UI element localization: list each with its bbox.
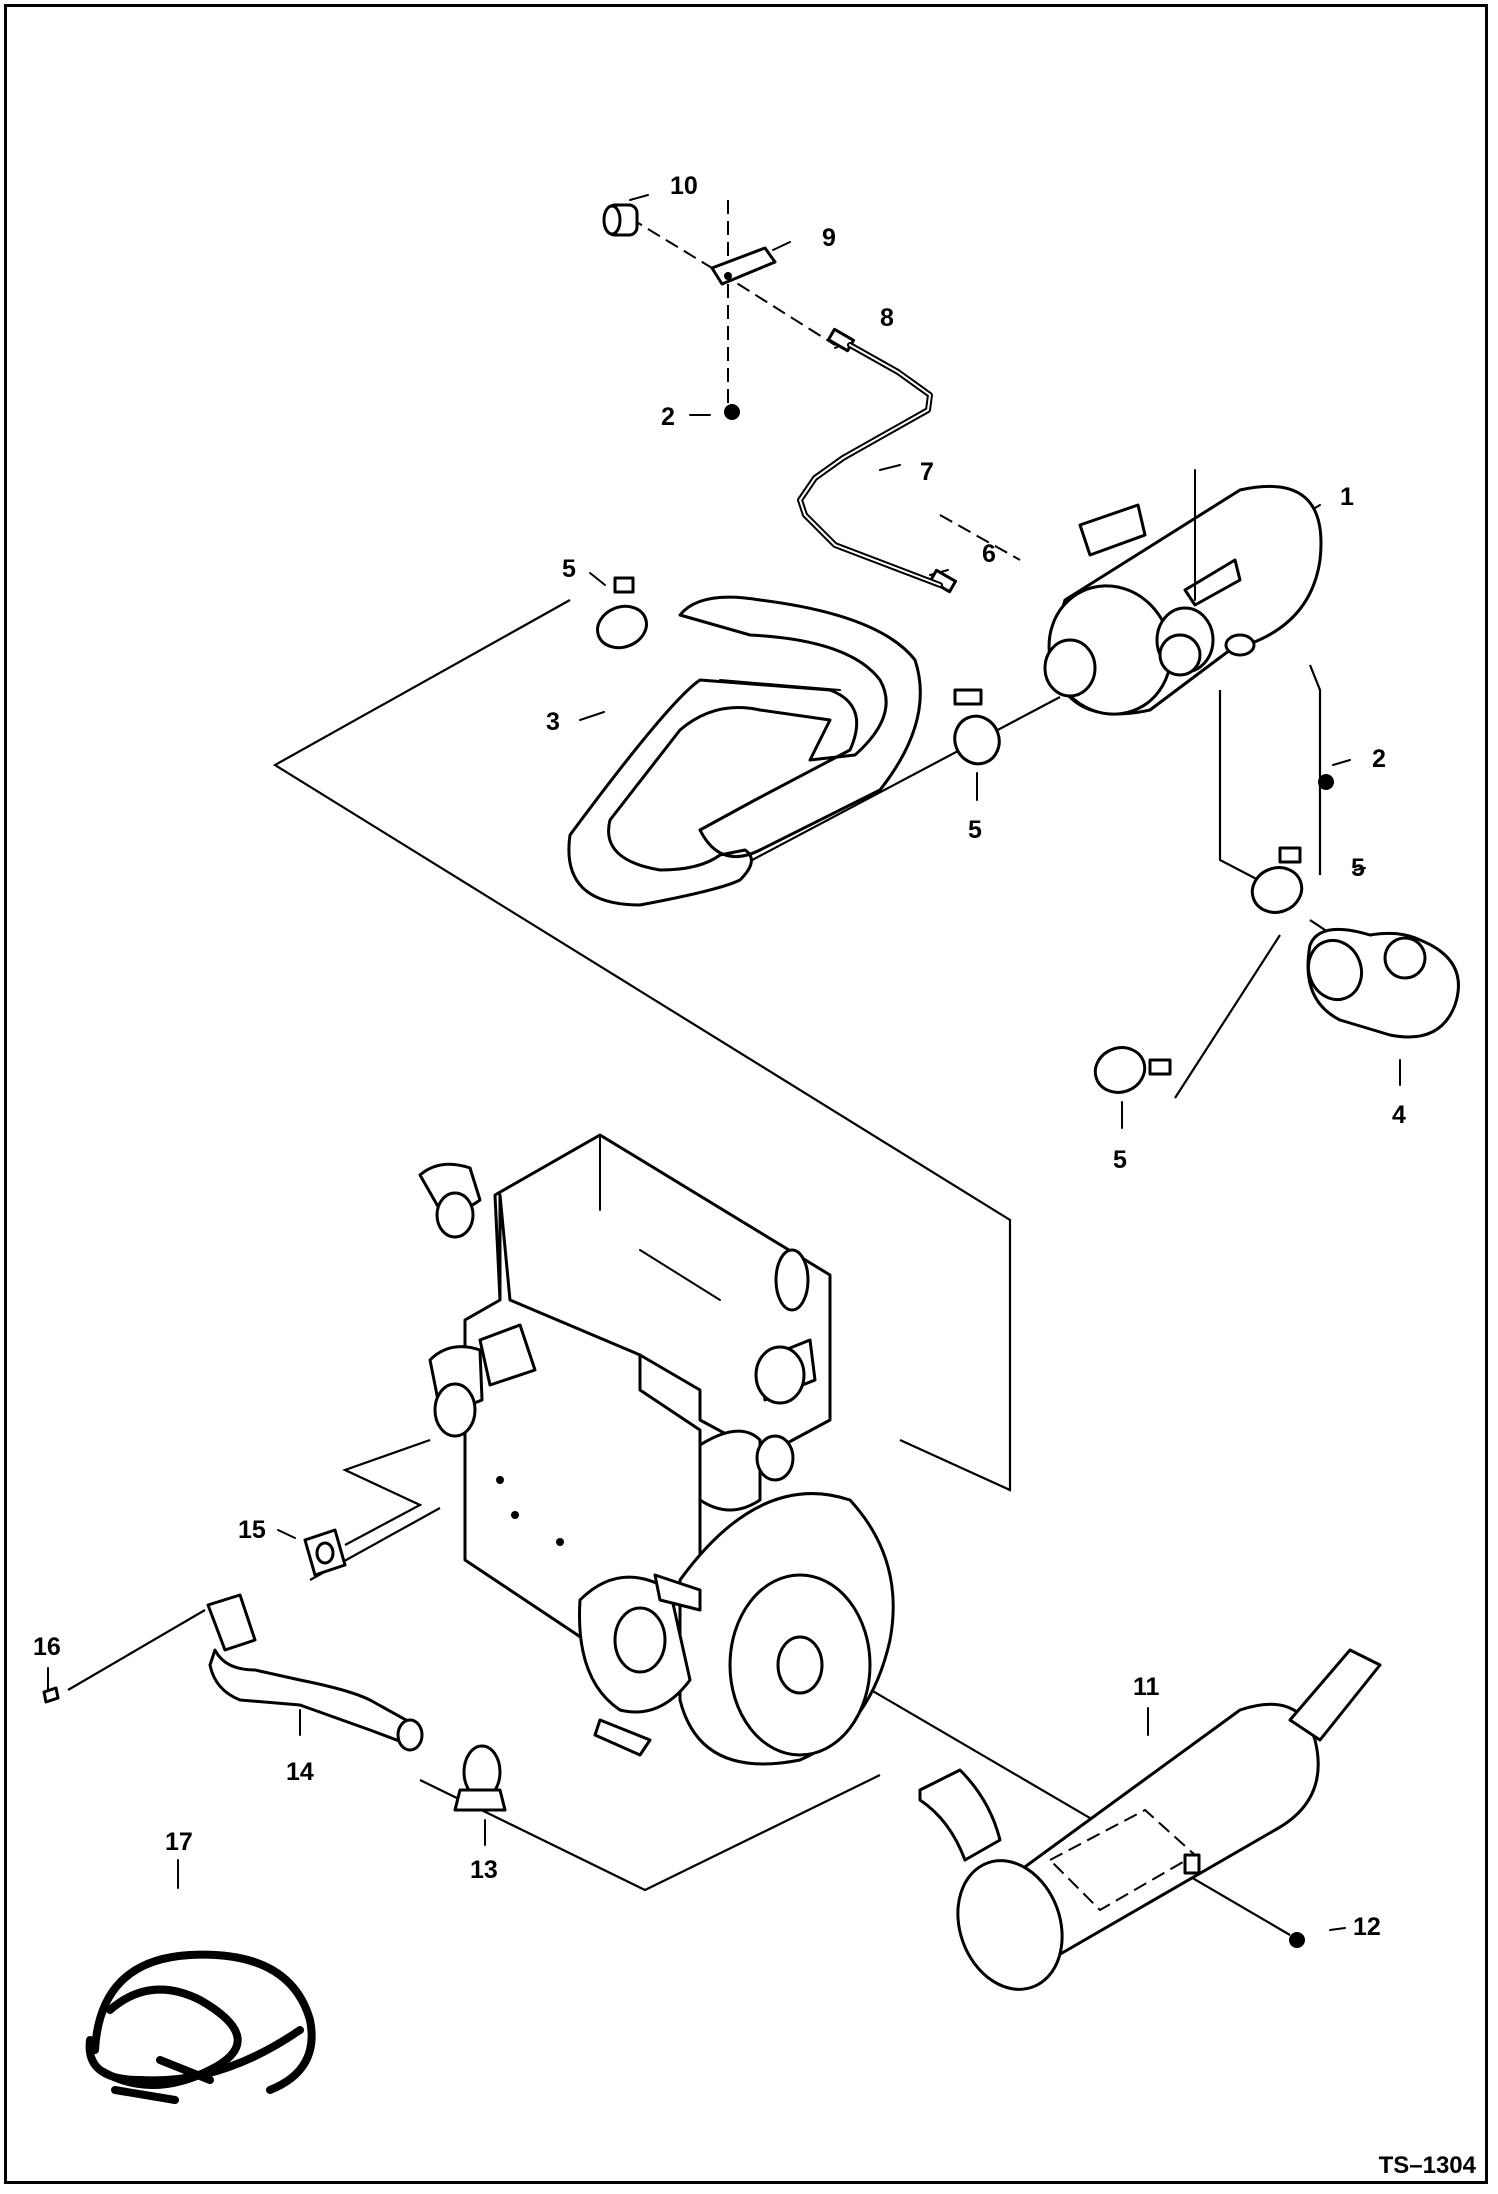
callout-labels: 10 9 8 2 7 1 6 5 3 5 2 5 4 5 15 16 14 13… xyxy=(33,172,1406,1941)
callout-3: 3 xyxy=(546,708,560,736)
callout-8: 8 xyxy=(880,304,894,332)
callout-13: 13 xyxy=(470,1856,498,1884)
callout-2: 2 xyxy=(1372,745,1386,773)
bolt-icon xyxy=(724,404,1334,790)
wiring-harness-icon xyxy=(85,1950,316,2104)
restriction-indicator-icon xyxy=(602,203,639,237)
bracket-icon xyxy=(710,246,777,286)
exhaust-clamp-icon xyxy=(453,1744,507,1812)
callout-7: 7 xyxy=(920,458,934,486)
intake-hose-icon xyxy=(567,595,922,907)
callout-17: 17 xyxy=(165,1828,193,1856)
callout-15: 15 xyxy=(238,1516,266,1544)
air-cleaner-icon xyxy=(1043,469,1323,716)
hose-clamp-icon xyxy=(596,576,1304,1094)
nut-icon xyxy=(1289,1932,1305,1948)
callout-10: 10 xyxy=(670,172,698,200)
callout-11: 11 xyxy=(1133,1673,1160,1701)
engine-icon xyxy=(418,1133,895,1766)
callout-6: 6 xyxy=(982,540,996,568)
document-id: TS–1304 xyxy=(1378,2152,1476,2179)
connection-lines xyxy=(47,194,1401,1936)
tube-icon xyxy=(797,342,943,588)
callout-1: 1 xyxy=(1340,483,1354,511)
gasket-icon xyxy=(303,1528,347,1577)
callout-12: 12 xyxy=(1353,1913,1381,1941)
callout-14: 14 xyxy=(286,1758,314,1786)
callout-2: 2 xyxy=(661,403,675,431)
callout-5: 5 xyxy=(562,555,576,583)
elbow-hose-icon xyxy=(1306,927,1460,1039)
callout-5: 5 xyxy=(968,816,982,844)
exhaust-pipe-icon xyxy=(206,1593,424,1752)
callout-4: 4 xyxy=(1392,1101,1406,1129)
callout-5: 5 xyxy=(1113,1146,1127,1174)
callout-5: 5 xyxy=(1351,854,1365,882)
callout-16: 16 xyxy=(33,1633,61,1661)
bolt-icon xyxy=(42,1686,60,1704)
muffler-icon xyxy=(918,1648,1382,1991)
callout-9: 9 xyxy=(822,224,836,252)
